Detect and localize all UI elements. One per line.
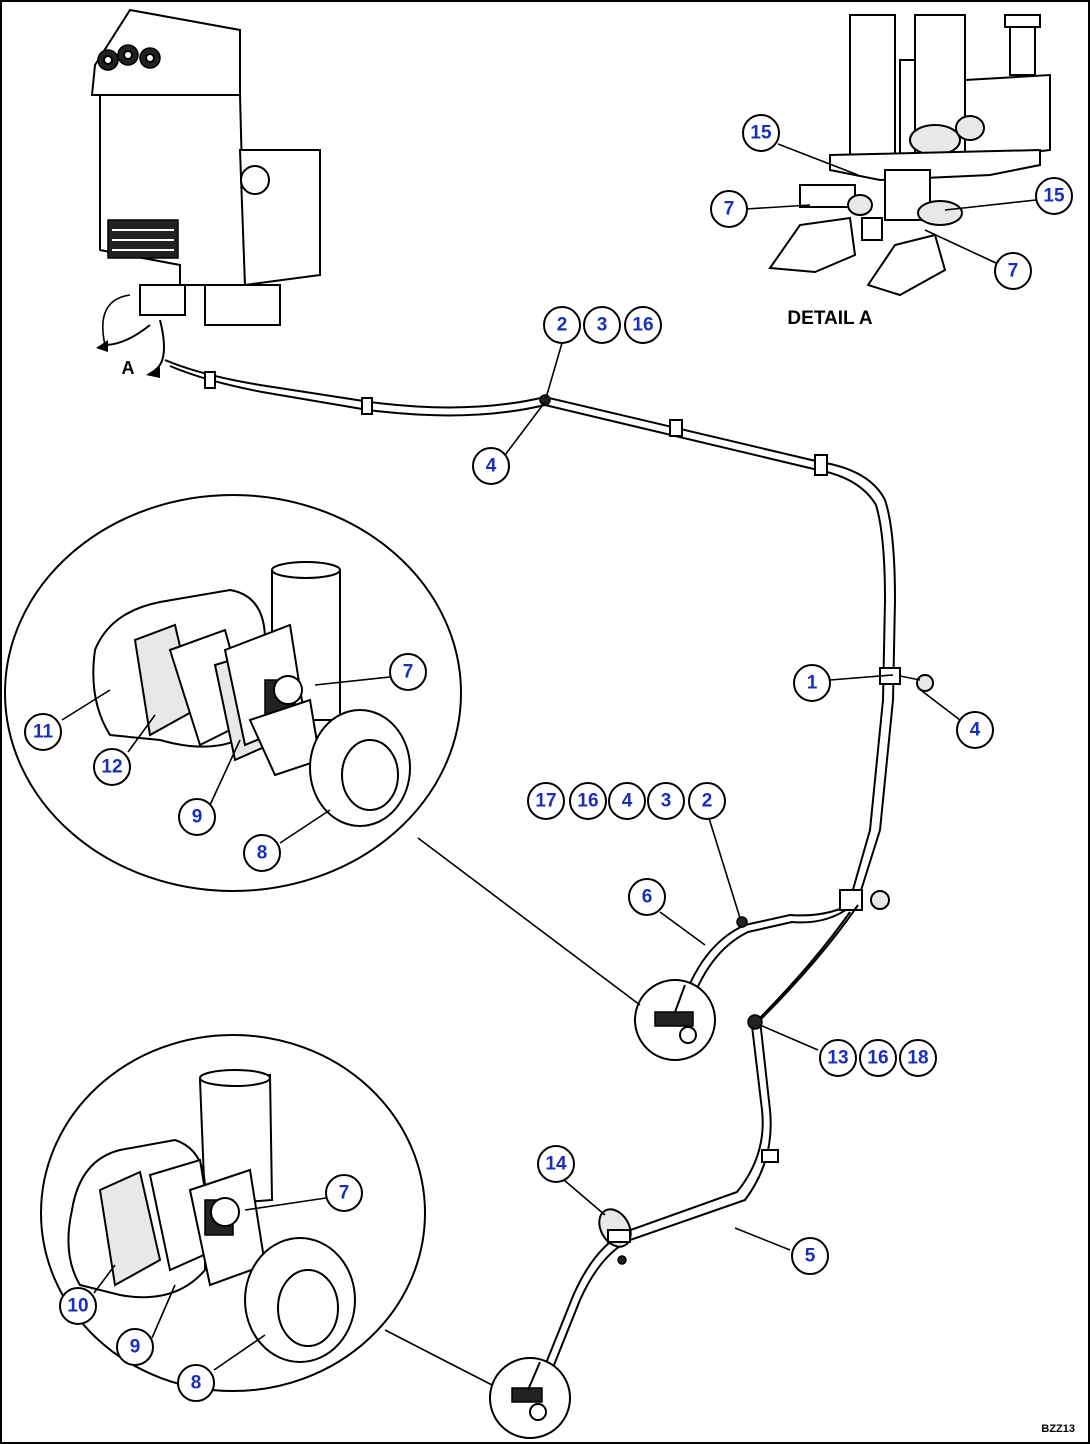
callout-text: 11 <box>33 722 54 743</box>
callout-4-mid: 4 <box>608 782 646 820</box>
callout-text: 16 <box>632 315 653 336</box>
upper-inset <box>4 494 462 892</box>
small-circle-upper <box>634 979 716 1061</box>
callout-13: 13 <box>819 1039 857 1077</box>
callout-text: 7 <box>403 662 414 683</box>
callout-text: 1 <box>807 673 818 694</box>
callout-16-low: 16 <box>859 1039 897 1077</box>
callout-18: 18 <box>899 1039 937 1077</box>
leader-lines <box>61 143 1037 1386</box>
callout-3-top: 3 <box>583 306 621 344</box>
drawing-code: BZZ13 <box>1041 1423 1075 1435</box>
callout-text: 16 <box>577 791 598 812</box>
callout-text: 7 <box>1008 261 1019 282</box>
small-circle-lower <box>489 1357 571 1439</box>
callout-text: 13 <box>827 1048 848 1069</box>
callout-text: 18 <box>907 1048 928 1069</box>
callout-text: 9 <box>130 1337 141 1358</box>
callout-text: 6 <box>642 887 653 908</box>
callout-text: 2 <box>702 791 713 812</box>
callout-7-detail-right: 7 <box>994 252 1032 290</box>
callout-text: 17 <box>535 791 556 812</box>
callout-16-mid: 16 <box>569 782 607 820</box>
callout-16-top: 16 <box>624 306 662 344</box>
callout-7-upper-inset: 7 <box>389 653 427 691</box>
callout-11: 11 <box>24 713 62 751</box>
callout-4-right: 4 <box>956 711 994 749</box>
callout-text: 5 <box>805 1246 816 1267</box>
callout-text: 15 <box>750 123 772 144</box>
callout-3-mid: 3 <box>647 782 685 820</box>
callout-17: 17 <box>527 782 565 820</box>
callout-8-upper: 8 <box>243 834 281 872</box>
callouts: 15 15 7 7 2 3 16 4 7 11 12 9 8 1 4 17 16… <box>24 114 1073 1402</box>
callout-text: 2 <box>557 315 568 336</box>
callout-text: 4 <box>486 456 497 477</box>
callout-14: 14 <box>537 1145 575 1183</box>
view-marker-a: A <box>122 358 135 378</box>
callout-text: 9 <box>192 807 203 828</box>
callout-1: 1 <box>793 664 831 702</box>
callout-7-detail-left: 7 <box>710 190 748 228</box>
callout-text: 8 <box>257 843 268 864</box>
callout-6: 6 <box>628 878 666 916</box>
callout-7-lower-inset: 7 <box>325 1174 363 1212</box>
callout-text: 10 <box>67 1296 88 1317</box>
callout-4-top: 4 <box>472 447 510 485</box>
callout-text: 7 <box>339 1183 350 1204</box>
callout-9-lower: 9 <box>116 1328 154 1366</box>
callout-10: 10 <box>59 1287 97 1325</box>
detail-a-drawing <box>768 14 1051 297</box>
callout-text: 12 <box>101 757 122 778</box>
tank-unit <box>90 8 321 378</box>
callout-15-right: 15 <box>1035 177 1073 215</box>
callout-text: 7 <box>724 199 735 220</box>
callout-2-mid: 2 <box>688 782 726 820</box>
callout-text: 8 <box>191 1373 202 1394</box>
callout-text: 4 <box>970 720 981 741</box>
callout-2-top: 2 <box>543 306 581 344</box>
callout-text: 16 <box>867 1048 888 1069</box>
callout-15-top: 15 <box>742 114 780 152</box>
callout-text: 3 <box>597 315 608 336</box>
callout-8-lower: 8 <box>177 1364 215 1402</box>
main-hose <box>164 359 934 1401</box>
callout-text: 4 <box>622 791 633 812</box>
callout-12: 12 <box>93 748 131 786</box>
callout-text: 3 <box>661 791 672 812</box>
lower-inset <box>40 1034 426 1392</box>
callout-text: 15 <box>1043 186 1065 207</box>
callout-9-upper: 9 <box>178 798 216 836</box>
callout-5: 5 <box>791 1237 829 1275</box>
detail-a-title: DETAIL A <box>787 308 872 329</box>
callout-text: 14 <box>545 1154 567 1175</box>
